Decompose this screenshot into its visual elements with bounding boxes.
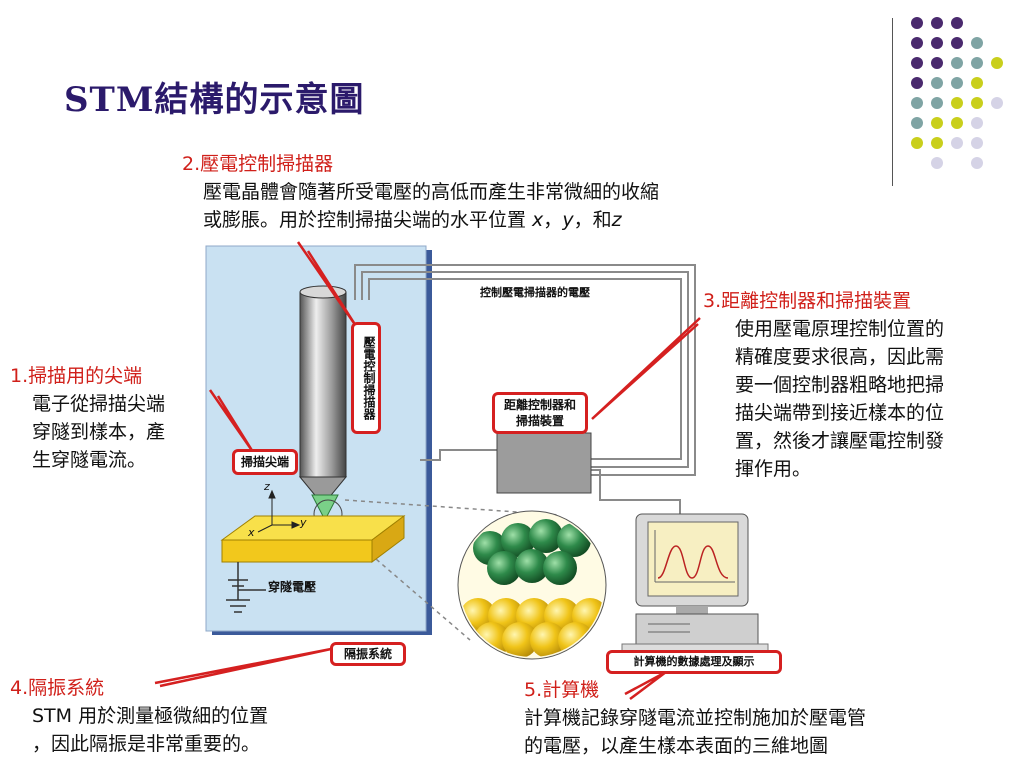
- piezo-tube-top: [299, 285, 347, 299]
- note-1-line-2: 穿隧到樣本，產: [32, 421, 166, 443]
- note-5-line-2: 的電壓，以產生樣本表面的三維地圖: [524, 735, 829, 757]
- controller-box: [496, 432, 592, 494]
- label-isolation: 隔振系統: [330, 642, 406, 666]
- note-2-line-1: 壓電晶體會隨著所受電壓的高低而產生非常微細的收縮: [203, 181, 660, 203]
- note-1-line-3: 生穿隧電流。: [32, 449, 147, 471]
- axes: [257, 489, 301, 533]
- label-piezo-voltage: 控制壓電掃描器的電壓: [480, 286, 590, 299]
- label-tunnel-voltage: 穿隧電壓: [268, 580, 317, 594]
- piezo-tube-bottom: [298, 476, 348, 506]
- note-1-title: 1.掃描用的尖端: [10, 365, 143, 387]
- decorative-dot-grid: [911, 17, 1003, 169]
- note-2-axis-y: y: [562, 209, 574, 231]
- monitor-stand: [676, 606, 708, 614]
- sample-front: [221, 539, 373, 563]
- piezo-tube: [299, 291, 347, 478]
- note-2-separator-1: ，: [543, 209, 563, 231]
- ground-symbol: [226, 562, 266, 613]
- screen-curve: [657, 545, 729, 579]
- label-controller: 距離控制器和 掃描裝置: [492, 392, 588, 434]
- note-4-title: 4.隔振系統: [10, 677, 105, 699]
- note-3-title: 3.距離控制器和掃描裝置: [703, 290, 912, 312]
- label-computer: 計算機的數據處理及顯示: [606, 650, 782, 674]
- axis-label-z: z: [264, 480, 270, 493]
- label-tip: 掃描尖端: [232, 449, 298, 475]
- note-5-line-1: 計算機記錄穿隧電流並控制施加於壓電管: [524, 707, 867, 729]
- scanning-tip: [311, 494, 339, 522]
- note-3-line-3: 要一個控制器粗略地把掃: [735, 374, 945, 396]
- note-3-line-5: 置，然後才讓壓電控制發: [735, 430, 945, 452]
- note-2-axis-x: x: [532, 209, 544, 231]
- screen-axes: [654, 530, 735, 583]
- note-4-line-1: STM 用於測量極微細的位置: [32, 705, 269, 727]
- monitor-screen: [647, 521, 739, 597]
- note-4-line-2: ，因此隔振是非常重要的。: [32, 733, 261, 755]
- title-divider-line: [892, 18, 893, 186]
- atom-balls: [460, 519, 604, 657]
- note-3-line-6: 揮作用。: [735, 458, 812, 480]
- sample-side: [371, 515, 405, 563]
- note-3-line-1: 使用壓電原理控制位置的: [735, 318, 945, 340]
- computer-case: [635, 613, 759, 645]
- note-3-line-2: 精確度要求很高，因此需: [735, 346, 945, 368]
- note-2-line-2: 或膨脹。用於控制掃描尖端的水平位置 x，y，和z: [203, 206, 622, 234]
- axis-label-y: y: [300, 516, 307, 529]
- note-1-line-1: 電子從掃描尖端: [32, 393, 166, 415]
- note-2-line-2-text: 或膨脹。用於控制掃描尖端的水平位置: [203, 209, 533, 231]
- note-2-title: 2.壓電控制掃描器: [182, 153, 334, 175]
- note-3-line-4: 描尖端帶到接近樣本的位: [735, 402, 945, 424]
- note-2-separator-2: ，和: [573, 209, 612, 231]
- control-wires: [354, 264, 696, 520]
- page-title: STM結構的示意圖: [64, 80, 365, 120]
- note-5-title: 5.計算機: [524, 679, 600, 701]
- dot-grid-dots: [911, 17, 1003, 169]
- label-piezo-tube: 壓電控制掃描器: [351, 322, 381, 434]
- note-2-axis-z: z: [611, 209, 622, 231]
- axis-label-x: x: [248, 526, 255, 539]
